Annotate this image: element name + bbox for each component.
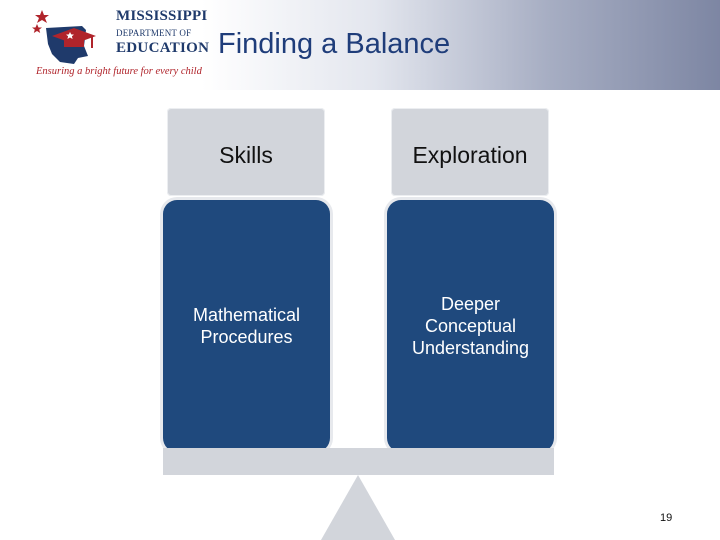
panel-line: Mathematical — [192, 305, 301, 325]
panel-line: Conceptual — [424, 316, 517, 336]
exploration-tab-label: Exploration — [412, 142, 528, 168]
mde-logo: MISSISSIPPI DEPARTMENT OF EDUCATION — [30, 4, 210, 84]
balance-beam — [163, 448, 554, 475]
logo-line-1: MISSISSIPPI — [116, 8, 208, 24]
skills-tab-label: Skills — [219, 142, 273, 168]
logo-line-2: DEPARTMENT OF — [116, 28, 192, 38]
fulcrum-triangle — [321, 475, 395, 540]
panel-line: Deeper — [440, 294, 501, 314]
page-number: 19 — [660, 512, 673, 524]
procedures-panel-text: Mathematical Procedures — [173, 304, 320, 348]
star-icon — [32, 24, 42, 33]
logo-tagline: Ensuring a bright future for every child — [36, 66, 202, 77]
star-icon — [35, 10, 49, 23]
understanding-panel-text: Deeper Conceptual Understanding — [397, 293, 544, 359]
panel-line: Understanding — [411, 338, 530, 358]
skills-tab: Skills — [167, 108, 325, 196]
exploration-tab: Exploration — [391, 108, 549, 196]
star-icon — [66, 32, 74, 39]
panel-line: Procedures — [200, 327, 293, 347]
understanding-panel: Deeper Conceptual Understanding — [387, 200, 554, 452]
logo-line-3: EDUCATION — [116, 40, 210, 56]
procedures-panel: Mathematical Procedures — [163, 200, 330, 452]
slide-title: Finding a Balance — [218, 28, 451, 60]
mississippi-state-icon — [32, 10, 96, 64]
header-band: MISSISSIPPI DEPARTMENT OF EDUCATION Ensu… — [0, 0, 720, 90]
